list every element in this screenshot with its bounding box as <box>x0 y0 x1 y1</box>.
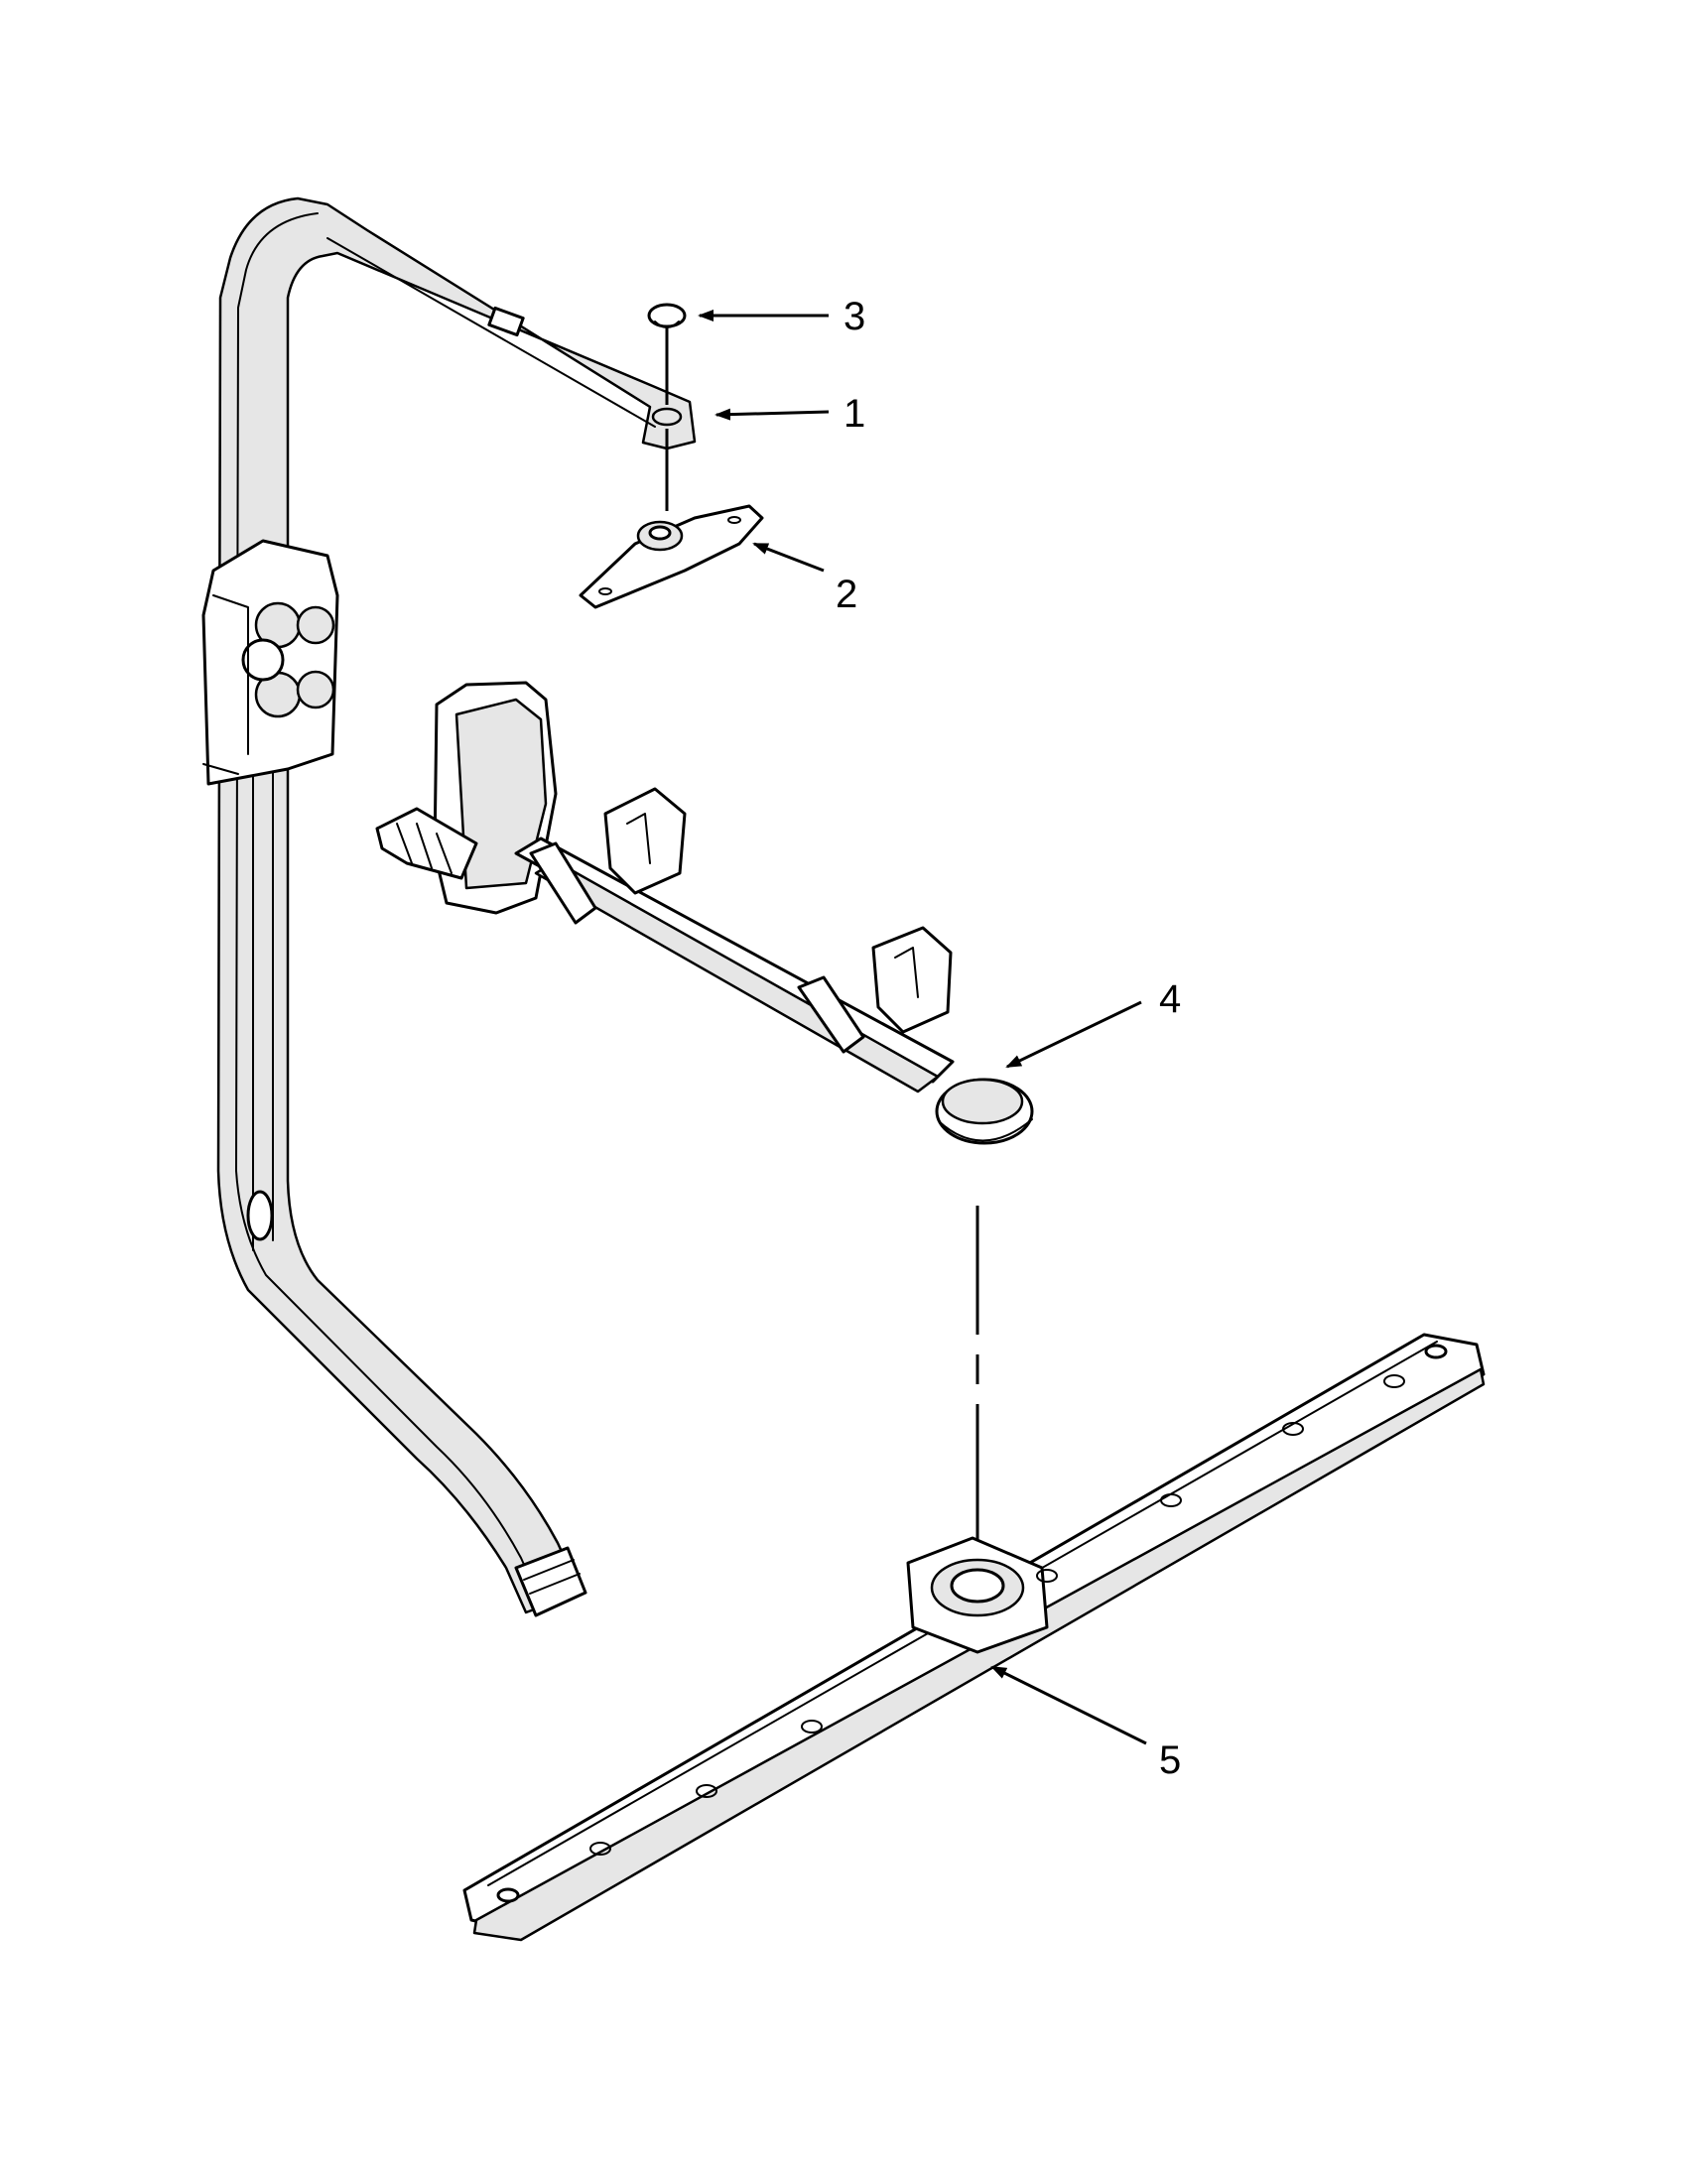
bracket-part-2 <box>579 504 764 609</box>
hub-part-1 <box>651 407 683 427</box>
cap-part-3 <box>647 303 687 328</box>
spray-arm-part-5 <box>462 1333 1486 1942</box>
leader-1 <box>714 408 830 421</box>
callout-5: 5 <box>1159 1738 1181 1782</box>
leader-4 <box>1005 1000 1142 1069</box>
callout-4: 4 <box>1159 977 1181 1021</box>
supply-tube-part <box>201 196 697 1617</box>
manifold-part-4 <box>375 681 1034 1145</box>
callout-3: 3 <box>844 295 865 338</box>
callout-leaders <box>698 310 1147 1745</box>
callout-1: 1 <box>844 392 865 436</box>
leader-2 <box>752 542 825 573</box>
callout-2: 2 <box>836 573 857 616</box>
leader-5 <box>990 1665 1147 1745</box>
